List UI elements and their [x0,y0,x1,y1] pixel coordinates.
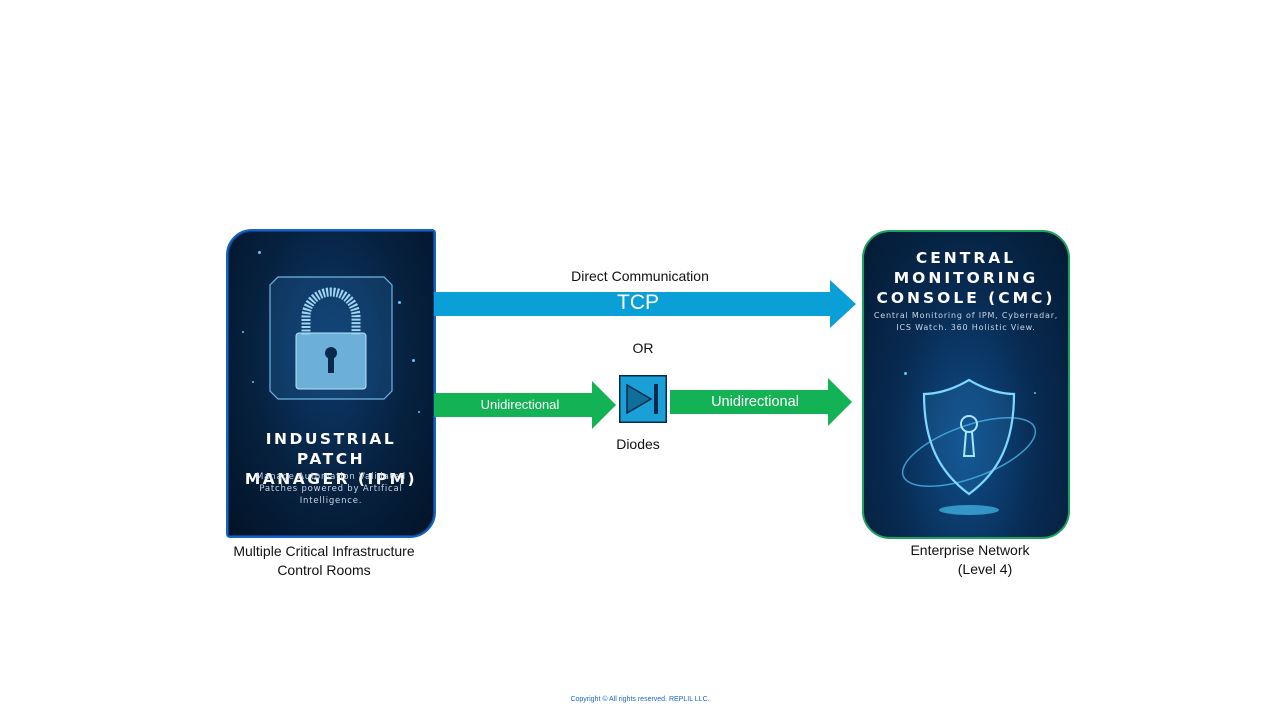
cmc-subtitle: Central Monitoring of IPM, Cyberradar, I… [864,310,1068,334]
sparkle-dot [258,251,261,254]
unidirectional-right-label: Unidirectional [711,394,799,410]
ipm-caption-line1: Multiple Critical Infrastructure [233,543,415,559]
tcp-label: TCP [617,291,659,314]
cmc-title: CENTRAL MONITORING CONSOLE (CMC) [864,248,1068,308]
unidirectional-left-label: Unidirectional [480,397,560,412]
cmc-subtitle-line2: ICS Watch. 360 Holistic View. [896,323,1036,332]
cmc-card: CENTRAL MONITORING CONSOLE (CMC) Central… [862,230,1070,539]
unidirectional-arrow-right [670,378,852,426]
padlock-icon [269,276,393,400]
ipm-title: INDUSTRIAL PATCH MANAGER (IPM) [228,429,434,489]
diodes-label: Diodes [616,436,660,452]
direct-communication-label: Direct Communication [571,268,709,284]
unidirectional-arrow-left [434,381,616,429]
ipm-caption-line2: Control Rooms [277,562,371,578]
cmc-caption: Enterprise Network (Level 4) [880,541,1060,579]
shield-keyhole-icon [901,378,1037,515]
sparkle-dot [252,381,254,383]
or-label: OR [632,340,654,356]
tcp-arrow [434,280,856,328]
diode-icon [619,375,667,423]
cmc-title-line3: CONSOLE (CMC) [876,289,1056,307]
cmc-title-line2: MONITORING [893,269,1039,287]
ipm-card: INDUSTRIAL PATCH MANAGER (IPM) Manage Au… [226,229,436,538]
sparkle-dot [412,359,415,362]
ipm-title-line1: INDUSTRIAL PATCH [265,430,397,468]
sparkle-dot [242,331,244,333]
copyright-footer: Copyright © All rights reserved. REPLIL … [570,696,710,703]
cmc-title-line1: CENTRAL [915,249,1017,267]
sparkle-dot [398,301,401,304]
cmc-caption-line1: Enterprise Network [910,542,1030,558]
cmc-caption-line2: (Level 4) [957,561,1013,577]
cmc-subtitle-line1: Central Monitoring of IPM, Cyberradar, [873,311,1059,320]
ipm-subtitle-line3: Intelligence. [299,496,363,506]
ipm-subtitle-line1: Manage Automation Validated [256,472,406,482]
ipm-subtitle-line2: Patches powered by Artifical [259,484,403,494]
ipm-caption: Multiple Critical Infrastructure Control… [208,542,440,580]
sparkle-dot [904,372,907,375]
sparkle-dot [1034,392,1036,394]
sparkle-dot [418,411,420,413]
ipm-subtitle: Manage Automation Validated Patches powe… [228,471,434,507]
ipm-title-line2: MANAGER (IPM) [244,470,418,488]
